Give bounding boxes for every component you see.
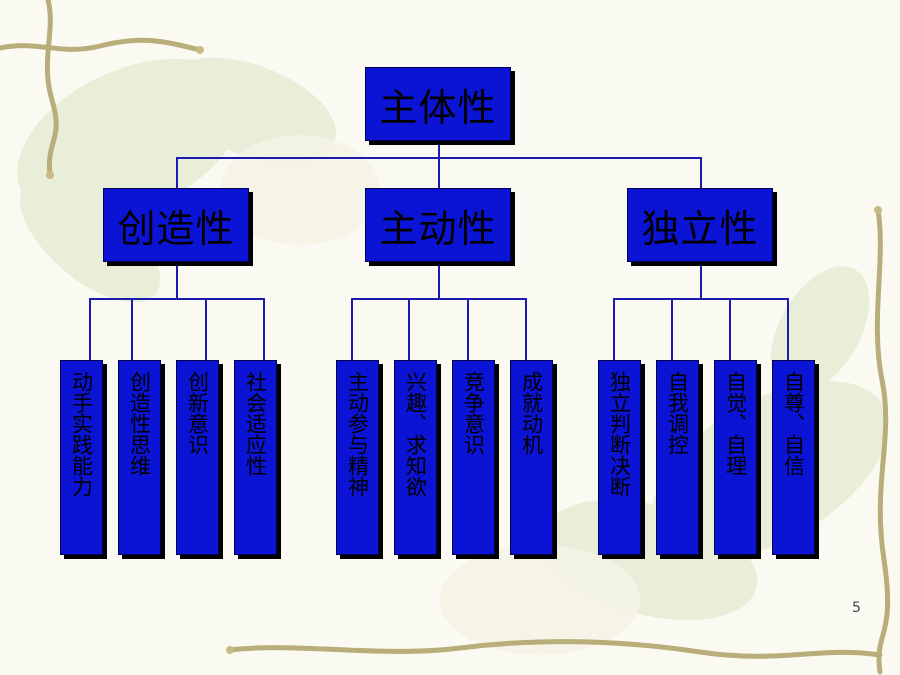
connector-line (351, 298, 353, 360)
branch-node-independence: 独立性 (627, 188, 773, 262)
leaf-node: 创新意识 (176, 360, 219, 555)
connector-line (525, 298, 527, 360)
leaf-node: 创造性思维 (118, 360, 161, 555)
leaf-node: 自我调控 (656, 360, 699, 555)
leaf-node: 主动参与精神 (336, 360, 379, 555)
connector-line (263, 298, 265, 360)
leaf-node: 成就动机 (510, 360, 553, 555)
connector-line (131, 298, 133, 360)
page-number: 5 (852, 600, 861, 616)
leaf-node: 兴趣、求知欲 (394, 360, 437, 555)
leaf-node: 社会适应性 (234, 360, 277, 555)
leaf-node: 动手实践能力 (60, 360, 103, 555)
leaf-node: 独立判断决断 (598, 360, 641, 555)
connector-line (700, 262, 702, 299)
leaf-node: 竞争意识 (452, 360, 495, 555)
connector-line (205, 298, 207, 360)
connector-line (176, 157, 178, 188)
leaf-node: 自尊、自信 (772, 360, 815, 555)
branch-node-creativity: 创造性 (103, 188, 249, 262)
connector-line (438, 157, 440, 188)
connector-line (671, 298, 673, 360)
connector-line (700, 157, 702, 188)
branch-node-initiative: 主动性 (365, 188, 511, 262)
connector-line (408, 298, 410, 360)
connector-line (351, 298, 527, 300)
connector-line (613, 298, 615, 360)
connector-line (89, 298, 265, 300)
connector-line (438, 262, 440, 299)
connector-line (467, 298, 469, 360)
connector-line (176, 262, 178, 299)
connector-line (787, 298, 789, 360)
root-node: 主体性 (365, 67, 511, 141)
leaf-node: 自觉、自理 (714, 360, 757, 555)
connector-line (89, 298, 91, 360)
connector-line (729, 298, 731, 360)
connector-line (438, 141, 440, 158)
connector-line (613, 298, 789, 300)
